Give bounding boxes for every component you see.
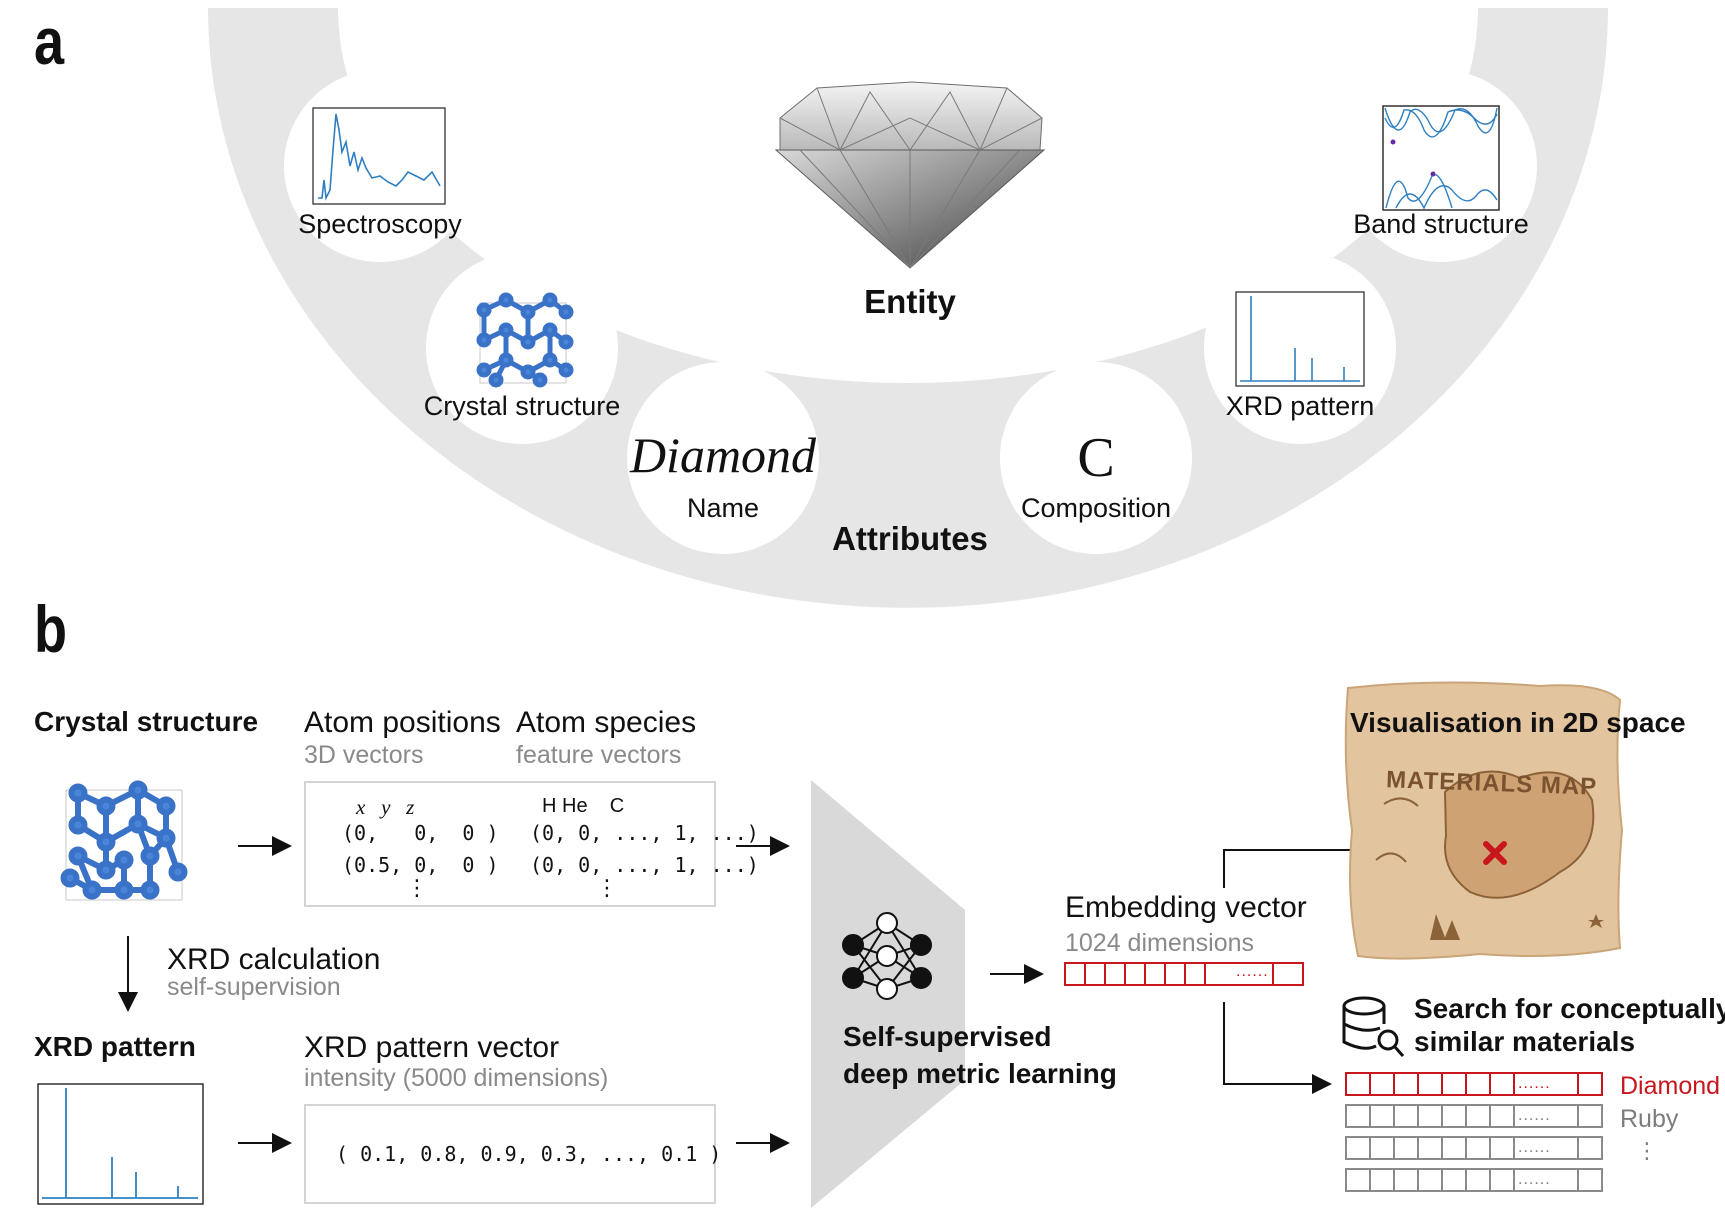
visualisation-title: Visualisation in 2D space (1350, 707, 1686, 738)
name-circle (627, 362, 819, 554)
xrd-pattern-title: XRD pattern (34, 1031, 196, 1062)
learning-line-2: deep metric learning (843, 1058, 1117, 1089)
position-more-dots: ⋮ (406, 875, 428, 900)
xrd-plot-icon-large (37, 1083, 204, 1205)
crystal-lattice-icon-large (60, 780, 188, 901)
panel-a-letter: a (34, 4, 65, 78)
atom-positions-title: Atom positions (304, 706, 501, 739)
attributes-label: Attributes (832, 520, 988, 557)
panel-a-graphics (208, 8, 1608, 608)
result-bar-2 (1345, 1104, 1603, 1128)
xrd-plot-icon-small (1235, 291, 1365, 387)
attribute-ring (208, 8, 1608, 608)
xyz-header: x y z (356, 795, 415, 819)
result-bar-1 (1345, 1072, 1603, 1096)
result-label-ruby: Ruby (1620, 1105, 1679, 1133)
species-row-2: (0, 0, ..., 1, ...) (530, 853, 759, 877)
atom-positions-subtitle: 3D vectors (304, 741, 424, 769)
result-3-dots: ...... (1518, 1139, 1551, 1156)
embedding-subtitle: 1024 dimensions (1065, 929, 1255, 957)
name-label: Name (686, 493, 760, 523)
crystal-structure-label: Crystal structure (423, 391, 621, 421)
learning-line-1: Self-supervised (843, 1021, 1052, 1052)
composition-value: C (1077, 427, 1115, 489)
xrd-pattern-label: XRD pattern (1225, 391, 1375, 421)
crystal-structure-title: Crystal structure (34, 706, 259, 737)
xrd-vector-title: XRD pattern vector (304, 1031, 560, 1064)
embedding-title: Embedding vector (1065, 891, 1307, 924)
result-label-more: ⋮ (1636, 1138, 1658, 1163)
result-4-dots: ...... (1518, 1171, 1551, 1188)
embedding-dots: ...... (1236, 963, 1269, 980)
treasure-map-icon (1344, 681, 1624, 960)
species-row-1: (0, 0, ..., 1, ...) (530, 821, 759, 845)
result-label-diamond: Diamond (1620, 1072, 1721, 1100)
xrd-calculation-subtitle: self-supervision (167, 973, 341, 1001)
result-1-dots: ...... (1518, 1075, 1551, 1092)
panel-b-graphics (37, 681, 1624, 1208)
name-value: Diamond (629, 427, 817, 483)
species-header: H He C (542, 795, 625, 817)
xrd-vector-subtitle: intensity (5000 dimensions) (304, 1064, 609, 1092)
spectroscopy-label: Spectroscopy (298, 209, 462, 239)
xrd-calculation-title: XRD calculation (167, 943, 381, 976)
atom-species-title: Atom species (516, 706, 697, 739)
result-bar-3 (1345, 1136, 1603, 1160)
entity-label: Entity (864, 283, 956, 320)
crystal-lattice-icon-small (476, 292, 574, 388)
crystal-structure-circle (426, 252, 618, 444)
xrd-vector-box: ( 0.1, 0.8, 0.9, 0.3, ..., 0.1 ) (304, 1104, 721, 1204)
embedding-vector-bar (1064, 962, 1304, 986)
panel-b-letter: b (34, 592, 68, 666)
spectroscopy-plot-icon (312, 107, 446, 205)
position-row-1: (0, 0, 0 ) (342, 821, 499, 845)
diamond-gem-icon (774, 81, 1046, 269)
atom-vectors-box: x y z (0, 0, 0 ) (0.5, 0, 0 ) ⋮ H He C (… (304, 781, 759, 907)
search-line-2: similar materials (1414, 1026, 1636, 1057)
band-structure-label: Band structure (1353, 209, 1529, 239)
composition-label: Composition (1020, 493, 1172, 523)
neural-network-icon (842, 912, 932, 1000)
band-structure-plot-icon (1382, 105, 1500, 211)
position-row-2: (0.5, 0, 0 ) (342, 853, 499, 877)
composition-circle (1000, 362, 1192, 554)
result-2-dots: ...... (1518, 1107, 1551, 1124)
search-line-1: Search for conceptually (1414, 993, 1725, 1024)
species-more-dots: ⋮ (596, 875, 618, 900)
xrd-vector-value: ( 0.1, 0.8, 0.9, 0.3, ..., 0.1 ) (336, 1142, 722, 1166)
result-bar-4 (1345, 1168, 1603, 1192)
atom-species-subtitle: feature vectors (516, 741, 682, 769)
database-search-icon (1342, 996, 1405, 1057)
